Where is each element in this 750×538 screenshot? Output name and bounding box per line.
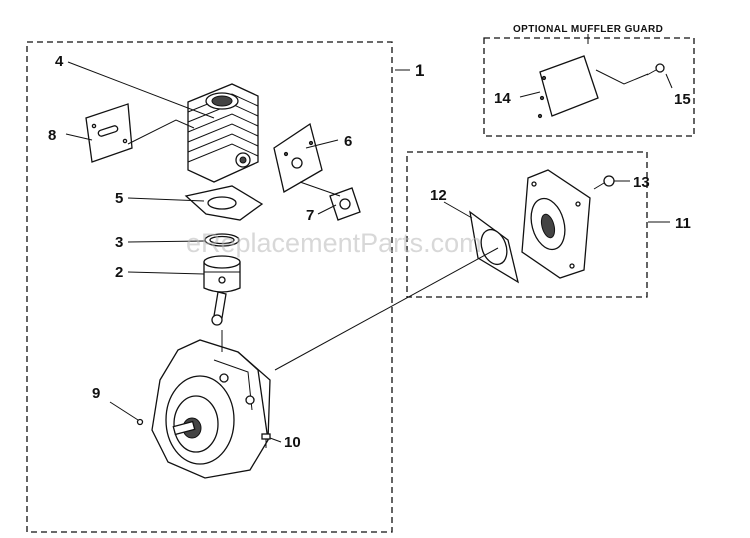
callout-13: 13 [633,174,650,191]
callout-5: 5 [115,190,123,207]
callout-8: 8 [48,127,56,144]
callout-12: 12 [430,187,447,204]
muffler-guard-box [483,37,695,137]
part-13-bolt [593,175,615,190]
callout-1: 1 [415,61,424,80]
callout-2: 2 [115,264,123,281]
part-10-screw [261,433,271,448]
crankcase [151,339,271,479]
part-7-gasket [329,187,361,221]
part-15-screw [646,63,665,76]
part-6-gasket [273,122,323,194]
part-11-muffler [521,169,591,279]
callout-14: 14 [494,90,511,107]
optional-muffler-guard-heading: OPTIONAL MUFFLER GUARD [513,24,663,35]
part-3-ring [204,233,240,247]
callout-4: 4 [55,53,64,70]
callout-6: 6 [344,133,352,150]
leader-lines [65,61,673,443]
callout-11: 11 [675,215,691,232]
part-2-piston [203,255,241,326]
callout-10: 10 [284,434,301,451]
part-4-cylinder [187,83,259,183]
callout-9: 9 [92,385,100,402]
muffler-assembly-box [406,151,648,298]
callout-15: 15 [674,91,691,108]
watermark: eReplacementParts.com [186,228,482,258]
callout-3: 3 [115,234,123,251]
callout-7: 7 [306,207,314,224]
part-8-plate [85,103,133,163]
engine-assembly-box [26,41,393,533]
part-12-gasket [469,210,519,284]
part-14-guard [537,55,599,119]
part-5-gasket [184,185,264,221]
part-9-pin [109,401,144,426]
